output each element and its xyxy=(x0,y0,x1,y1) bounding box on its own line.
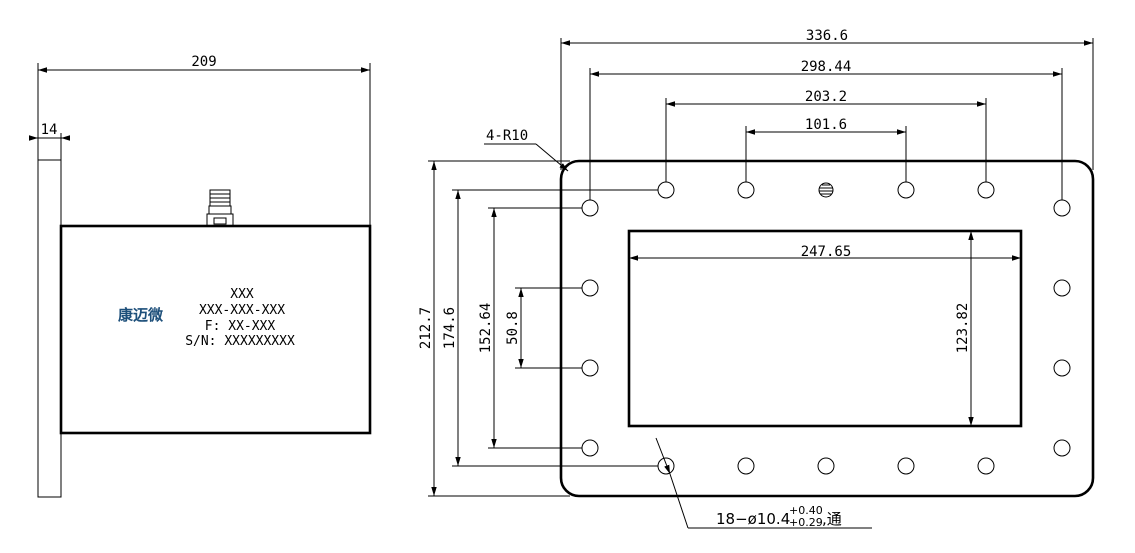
brand-logo: 康迈微 xyxy=(118,306,164,324)
label-line-4: S/N: XXXXXXXXX xyxy=(185,334,295,349)
svg-text:123.82: 123.82 xyxy=(955,303,971,354)
svg-text:209: 209 xyxy=(191,54,216,70)
bolt-hole xyxy=(897,181,915,199)
dim-hole-vspan-2: 152.64 xyxy=(478,207,582,449)
svg-text:212.7: 212.7 xyxy=(418,307,434,349)
svg-text:174.6: 174.6 xyxy=(442,307,458,349)
svg-text:18−ø10.4: 18−ø10.4 xyxy=(716,510,790,528)
svg-text:,通: ,通 xyxy=(822,510,842,528)
corner-radius-note: 4-R10 xyxy=(484,128,569,172)
dim-hole-span-3: 101.6 xyxy=(745,117,907,182)
bolt-hole xyxy=(817,457,835,475)
bolt-hole xyxy=(581,199,599,217)
label-line-1: XXX xyxy=(230,287,254,302)
svg-text:101.6: 101.6 xyxy=(805,117,847,133)
label-line-2: XXX-XXX-XXX xyxy=(199,303,285,318)
hole-callout: 18−ø10.4 +0.40 +0.29 ,通 xyxy=(655,437,872,529)
svg-text:4-R10: 4-R10 xyxy=(486,128,528,144)
dim-overall-height: 212.7 xyxy=(418,160,570,497)
bolt-hole xyxy=(581,359,599,377)
svg-text:50.8: 50.8 xyxy=(505,311,521,345)
front-flange-outline xyxy=(559,159,1095,498)
bolt-hole xyxy=(977,181,995,199)
dim-hole-vspan-1: 174.6 xyxy=(442,189,658,467)
svg-text:247.65: 247.65 xyxy=(801,244,852,260)
svg-text:203.2: 203.2 xyxy=(805,89,847,105)
svg-text:336.6: 336.6 xyxy=(806,28,848,44)
bolt-hole xyxy=(977,457,995,475)
bolt-hole xyxy=(737,181,755,199)
svg-text:152.64: 152.64 xyxy=(478,303,494,354)
dim-hole-vspan-3: 50.8 xyxy=(505,287,582,369)
dim-overall-width: 336.6 xyxy=(560,28,1094,170)
bolt-hole xyxy=(1053,279,1071,297)
bolt-hole xyxy=(1053,199,1071,217)
dim-opening-width: 247.65 xyxy=(629,244,1021,261)
dim-hole-span-1: 298.44 xyxy=(589,59,1063,200)
front-view: 336.6 298.44 203.2 101.6 247.65 123.8 xyxy=(418,28,1095,529)
side-view: 209 14 康迈微 XXX XXX-XXX-XXX F: XX-XXX S/N… xyxy=(29,54,372,498)
bolt-hole xyxy=(897,457,915,475)
dim-overall-length: 209 xyxy=(37,54,371,226)
connector-icon xyxy=(206,189,234,227)
bolt-hole xyxy=(1053,359,1071,377)
probe-screw-icon xyxy=(818,182,834,198)
side-flange xyxy=(37,159,62,498)
bolt-hole xyxy=(581,279,599,297)
dim-opening-height: 123.82 xyxy=(955,231,974,426)
svg-text:14: 14 xyxy=(41,122,58,138)
label-line-3: F: XX-XXX xyxy=(205,319,276,334)
product-label: 康迈微 XXX XXX-XXX-XXX F: XX-XXX S/N: XXXXX… xyxy=(118,287,295,349)
waveguide-opening xyxy=(627,229,1023,428)
bolt-holes xyxy=(581,181,1071,475)
dim-hole-span-2: 203.2 xyxy=(665,89,987,182)
bolt-hole xyxy=(737,457,755,475)
svg-text:+0.29: +0.29 xyxy=(789,516,823,529)
bolt-hole xyxy=(581,439,599,457)
bolt-hole xyxy=(1053,439,1071,457)
bolt-hole xyxy=(657,181,675,199)
svg-text:+0.40: +0.40 xyxy=(789,504,823,517)
bolt-hole xyxy=(657,457,675,475)
svg-text:298.44: 298.44 xyxy=(801,59,852,75)
dim-flange-thickness: 14 xyxy=(29,122,70,160)
